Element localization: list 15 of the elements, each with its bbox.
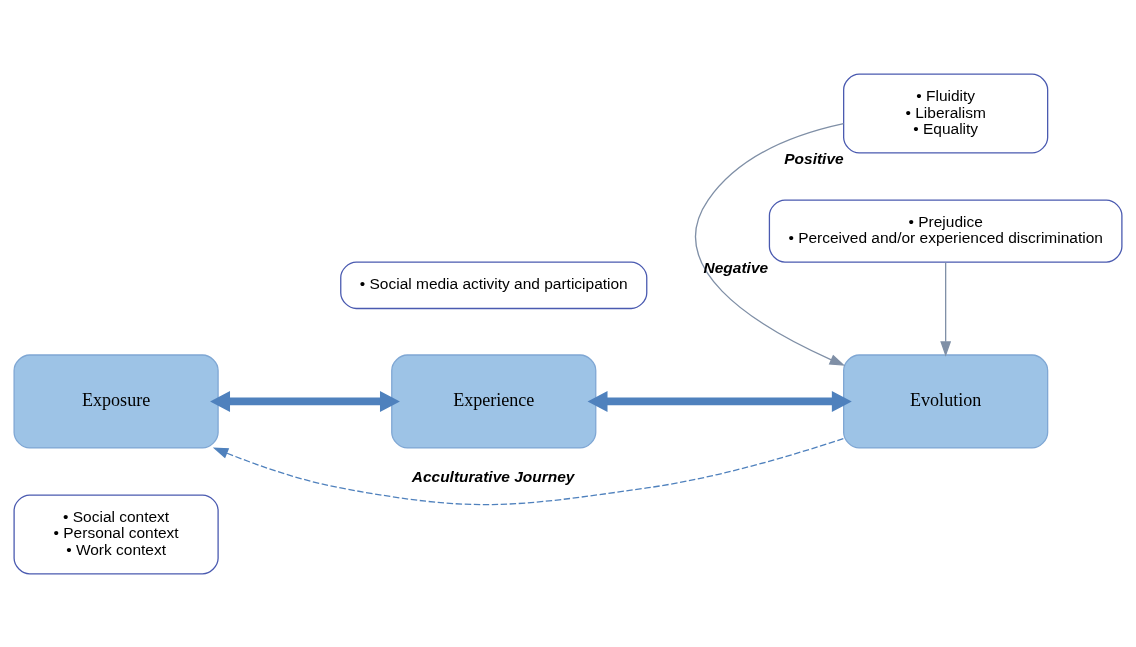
node-box: • Prejudice • Perceived and/or experienced discrimination [768,198,1123,263]
node-box: • Social context • Personal context • Work context [13,493,219,574]
arrow [587,390,852,412]
node-box: • Fluidity • Liberalism • Equality [843,73,1049,154]
node-label: Positive [784,149,844,167]
node-box: Evolution [843,353,1049,449]
arrow [940,261,952,357]
node-box: Experience [391,353,597,449]
arrow [212,437,844,505]
edge-label: Acculturative Journey [411,467,575,485]
arrow [695,122,846,366]
node-box: • Social media activity and participation [340,260,648,309]
node-box: Exposure [13,353,219,449]
arrow [210,390,400,412]
node-label: Negative [703,258,769,276]
